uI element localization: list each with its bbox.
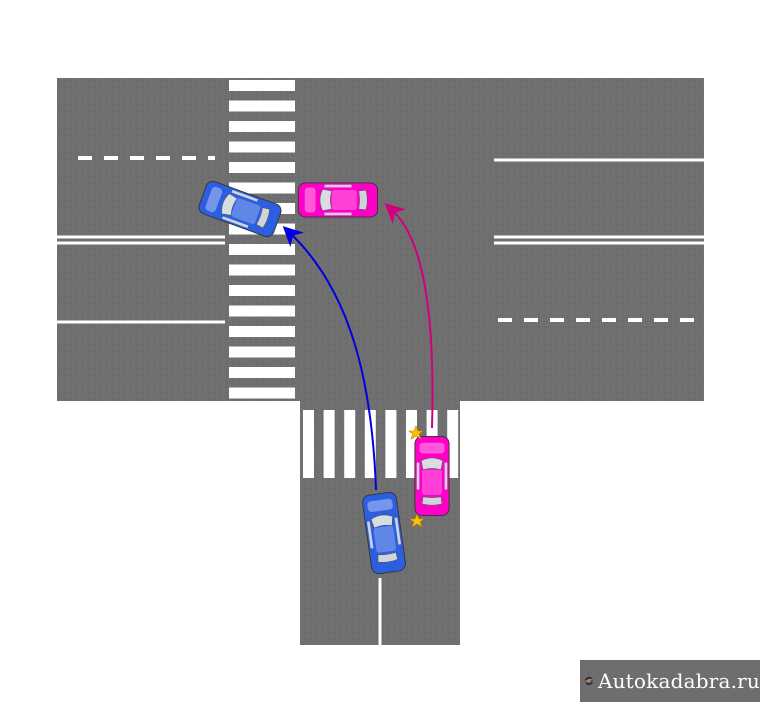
- crosswalk-stripe: [229, 264, 295, 276]
- crosswalk-stripe: [229, 285, 295, 296]
- crosswalk-stripe: [406, 410, 417, 478]
- crosswalk-stripe: [447, 410, 459, 478]
- crosswalk-stripe: [229, 100, 295, 112]
- pink-car-start: [414, 435, 450, 517]
- autokadabra-logo-icon: [584, 676, 594, 686]
- watermark-text: Autokadabra.ru: [597, 669, 760, 693]
- pink-car-end: [297, 182, 379, 218]
- crosswalk-stripe: [323, 410, 335, 478]
- crosswalk-stripe: [364, 410, 376, 478]
- turn-signal-icon: [408, 425, 425, 528]
- crosswalk-stripe: [229, 80, 295, 91]
- crosswalk-stripe: [229, 121, 295, 132]
- lane-markings: [57, 156, 704, 645]
- crosswalk-stripe: [344, 410, 356, 478]
- watermark: Autokadabra.ru: [580, 660, 760, 702]
- crosswalk-stripe: [229, 387, 295, 399]
- crosswalk-stripe: [303, 410, 314, 478]
- crosswalk-stripe: [229, 346, 295, 358]
- crosswalk-stripe: [229, 244, 295, 255]
- crosswalk-stripe: [229, 305, 295, 317]
- crosswalk-stripe: [229, 141, 295, 153]
- crosswalk-stripe: [385, 410, 397, 478]
- crosswalk-stripe: [229, 182, 295, 194]
- blue-car-path: [282, 226, 377, 491]
- crosswalk-stripe: [229, 162, 295, 173]
- crosswalk-stripe: [229, 326, 295, 337]
- pink-car-path: [384, 203, 434, 429]
- crosswalk-stripe: [229, 367, 295, 378]
